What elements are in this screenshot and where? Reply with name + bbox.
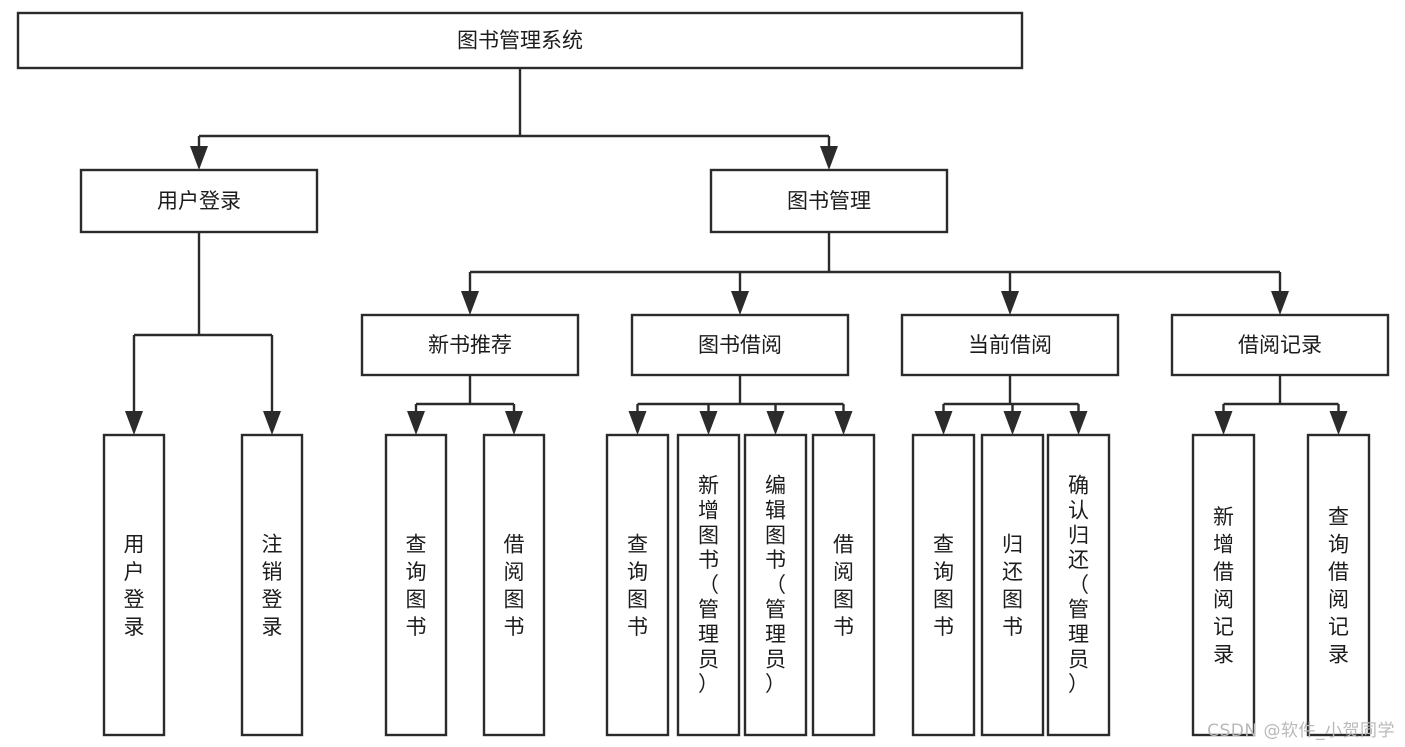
arrow-head-icon <box>820 146 838 170</box>
node-leaf-query-book-3[interactable]: 查询图书 <box>911 433 976 737</box>
edge-group-records <box>1214 375 1348 435</box>
arrow-head-icon <box>834 411 853 435</box>
edge-group-borrow <box>628 375 853 435</box>
node-box-leaf-borrow-book-1[interactable] <box>482 433 546 737</box>
node-leaf-return-book[interactable]: 归还图书 <box>980 433 1045 737</box>
node-label-current: 当前借阅 <box>968 333 1052 357</box>
node-records[interactable]: 借阅记录 <box>1170 313 1390 377</box>
node-leaf-user-login[interactable]: 用户登录 <box>102 433 166 737</box>
edges-layer <box>125 68 1348 435</box>
node-label-leaf-confirm-return-admin: 确认归还（管理员） <box>1068 474 1089 696</box>
arrow-head-icon <box>699 411 718 435</box>
node-label-newbook: 新书推荐 <box>428 333 512 357</box>
node-label-leaf-query-book-2: 查询图书 <box>627 532 648 639</box>
node-box-bookmgmt[interactable] <box>709 168 949 234</box>
node-bookmgmt[interactable]: 图书管理 <box>709 168 949 234</box>
node-leaf-add-record[interactable]: 新增借阅记录 <box>1191 433 1256 737</box>
node-label-leaf-borrow-book-1: 借阅图书 <box>504 532 525 639</box>
node-newbook[interactable]: 新书推荐 <box>360 313 580 377</box>
node-login[interactable]: 用户登录 <box>79 168 319 234</box>
node-box-leaf-add-book-admin[interactable] <box>676 433 741 737</box>
node-box-leaf-query-book-2[interactable] <box>605 433 670 737</box>
node-root[interactable]: 图书管理系统 <box>16 11 1024 70</box>
edge-group-root <box>190 68 838 170</box>
node-leaf-query-book-1[interactable]: 查询图书 <box>384 433 448 737</box>
node-box-leaf-query-record[interactable] <box>1306 433 1371 737</box>
node-box-leaf-query-book-1[interactable] <box>384 433 448 737</box>
node-box-leaf-query-book-3[interactable] <box>911 433 976 737</box>
node-leaf-confirm-return-admin[interactable]: 确认归还（管理员） <box>1046 433 1111 737</box>
node-box-borrow[interactable] <box>630 313 850 377</box>
node-label-leaf-user-login: 用户登录 <box>124 532 145 639</box>
arrow-head-icon <box>505 411 523 435</box>
node-box-leaf-user-logout[interactable] <box>240 433 304 737</box>
arrow-head-icon <box>263 411 281 435</box>
arrow-head-icon <box>1001 291 1019 315</box>
node-borrow[interactable]: 图书借阅 <box>630 313 850 377</box>
node-leaf-edit-book-admin[interactable]: 编辑图书（管理员） <box>743 433 808 737</box>
node-box-leaf-add-record[interactable] <box>1191 433 1256 737</box>
node-box-leaf-confirm-return-admin[interactable] <box>1046 433 1111 737</box>
node-label-leaf-user-logout: 注销登录 <box>262 532 283 639</box>
edge-group-current <box>934 375 1088 435</box>
arrow-head-icon <box>1069 411 1088 435</box>
arrow-head-icon <box>731 291 749 315</box>
arrow-head-icon <box>934 411 953 435</box>
node-box-records[interactable] <box>1170 313 1390 377</box>
node-box-leaf-return-book[interactable] <box>980 433 1045 737</box>
arrow-head-icon <box>766 411 785 435</box>
node-box-current[interactable] <box>900 313 1120 377</box>
node-label-records: 借阅记录 <box>1238 333 1322 357</box>
arrow-head-icon <box>461 291 479 315</box>
node-label-leaf-query-book-3: 查询图书 <box>933 532 954 639</box>
watermark-text: CSDN @软件_小贺同学 <box>1207 721 1395 741</box>
node-leaf-borrow-book-1[interactable]: 借阅图书 <box>482 433 546 737</box>
node-box-leaf-user-login[interactable] <box>102 433 166 737</box>
node-leaf-user-logout[interactable]: 注销登录 <box>240 433 304 737</box>
arrow-head-icon <box>1003 411 1022 435</box>
node-leaf-query-book-2[interactable]: 查询图书 <box>605 433 670 737</box>
arrow-head-icon <box>628 411 647 435</box>
nodes-layer: 图书管理系统用户登录图书管理新书推荐图书借阅当前借阅借阅记录用户登录注销登录查询… <box>16 11 1390 737</box>
node-label-borrow: 图书借阅 <box>698 333 782 357</box>
node-label-leaf-add-record: 新增借阅记录 <box>1213 505 1234 667</box>
node-label-bookmgmt: 图书管理 <box>787 189 871 213</box>
node-box-leaf-borrow-book-2[interactable] <box>811 433 876 737</box>
node-box-newbook[interactable] <box>360 313 580 377</box>
node-leaf-add-book-admin[interactable]: 新增图书（管理员） <box>676 433 741 737</box>
node-label-leaf-borrow-book-2: 借阅图书 <box>833 532 854 639</box>
node-label-leaf-query-record: 查询借阅记录 <box>1328 505 1349 667</box>
node-box-root[interactable] <box>16 11 1024 70</box>
node-label-root: 图书管理系统 <box>457 29 583 53</box>
node-label-leaf-edit-book-admin: 编辑图书（管理员） <box>765 474 786 696</box>
edge-group-login <box>125 232 281 435</box>
node-box-login[interactable] <box>79 168 319 234</box>
arrow-head-icon <box>125 411 143 435</box>
arrow-head-icon <box>1214 411 1233 435</box>
arrow-head-icon <box>1329 411 1348 435</box>
edge-group-newbook <box>407 375 523 435</box>
node-box-leaf-edit-book-admin[interactable] <box>743 433 808 737</box>
node-leaf-borrow-book-2[interactable]: 借阅图书 <box>811 433 876 737</box>
node-leaf-query-record[interactable]: 查询借阅记录 <box>1306 433 1371 737</box>
edge-group-bookmgmt <box>461 232 1289 315</box>
node-label-leaf-return-book: 归还图书 <box>1002 532 1023 639</box>
arrow-head-icon <box>1271 291 1289 315</box>
node-label-login: 用户登录 <box>157 189 241 213</box>
node-label-leaf-query-book-1: 查询图书 <box>406 532 427 639</box>
node-current[interactable]: 当前借阅 <box>900 313 1120 377</box>
arrow-head-icon <box>407 411 425 435</box>
arrow-head-icon <box>190 146 208 170</box>
node-label-leaf-add-book-admin: 新增图书（管理员） <box>698 474 719 696</box>
